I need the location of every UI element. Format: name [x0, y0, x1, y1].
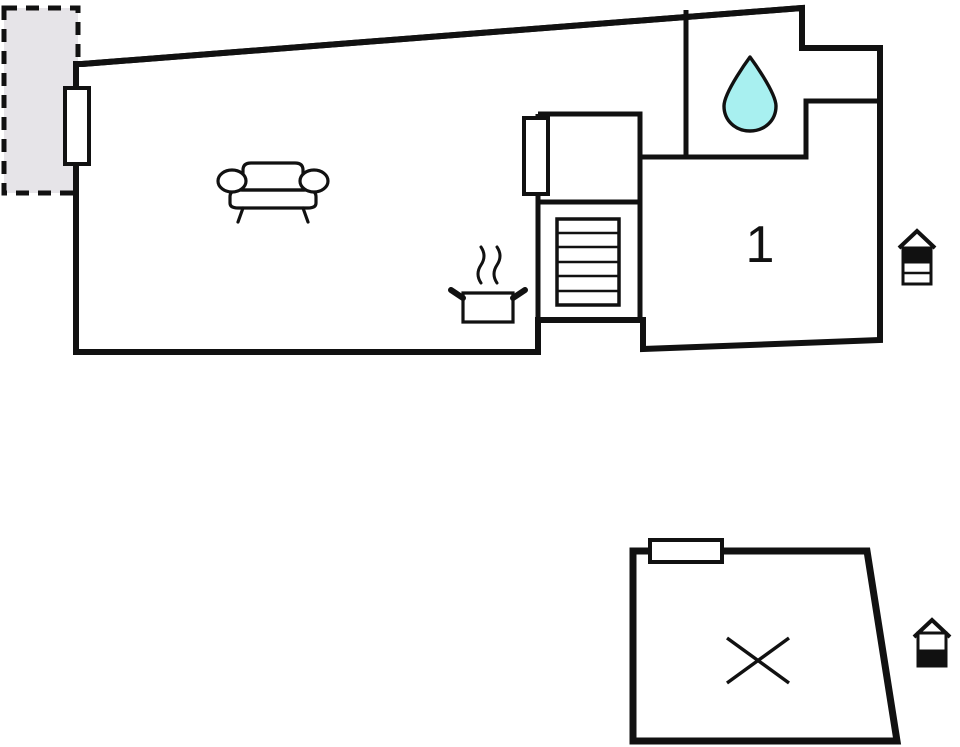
lower-level-outer-wall [629, 547, 902, 745]
upper-right-wall-notch [799, 8, 880, 51]
room-number-1: 1 [746, 216, 775, 274]
sofa-icon [216, 161, 330, 224]
cooking-pot-icon [448, 245, 528, 324]
door-interior-hall [522, 116, 550, 196]
stairs-icon [555, 217, 621, 307]
lower-level-group [629, 538, 952, 745]
door-left-exterior [63, 86, 91, 166]
cross-unused-icon [726, 636, 790, 685]
house-lower-floor-icon [912, 617, 952, 668]
water-drop-icon [722, 55, 778, 133]
house-upper-floor-icon [897, 228, 937, 286]
stair-hall-partitions [538, 111, 643, 320]
bathroom-partition-walls [683, 10, 880, 160]
upper-level-top-wall [81, 5, 803, 67]
upper-level-group: 1 [1, 4, 937, 355]
window-top [648, 538, 724, 564]
